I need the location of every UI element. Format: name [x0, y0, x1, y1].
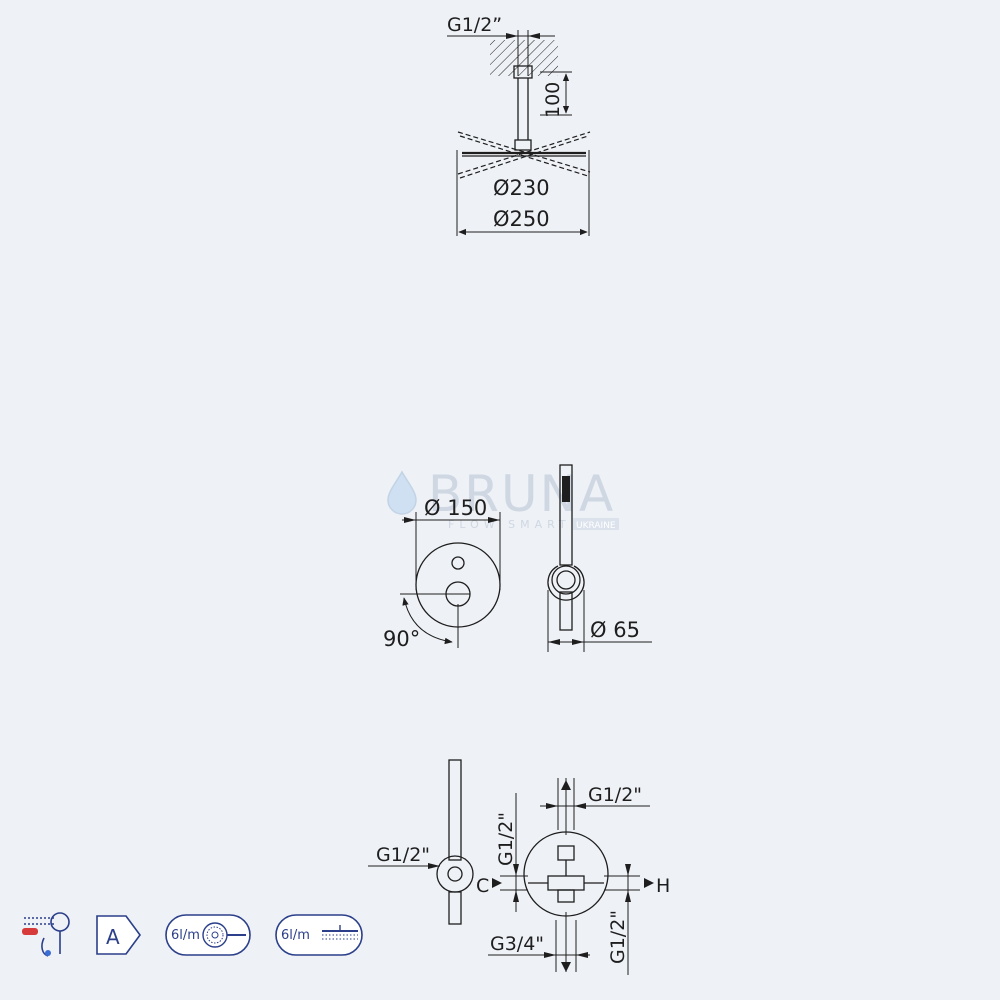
head-shower-drawing: G1/2” 100 Ø230 Ø250	[447, 14, 591, 236]
bottom-outlet-label: G3/4"	[490, 933, 544, 955]
top-outlet-label: G1/2"	[588, 784, 642, 806]
feature-badges: A 6l/m 6l/m	[22, 912, 363, 957]
rotation-angle-label: 90°	[383, 627, 420, 651]
watermark-tagline: FLOW SMART	[448, 518, 571, 531]
cold-arrow-icon	[492, 878, 502, 888]
head-connection-label: G1/2”	[447, 14, 502, 36]
flow-head-label: 6l/m	[281, 928, 310, 943]
watermark-tag-box	[573, 518, 619, 530]
watermark-brand: BRUNA	[428, 465, 615, 523]
installation-drawing: G1/2" G1/2" G1/2" C H	[368, 759, 670, 975]
brand-watermark: BRUNA FLOW SMART UKRAINE	[387, 465, 619, 531]
hose-outlet-label: G1/2"	[376, 844, 430, 866]
hot-arrow-icon	[644, 878, 654, 888]
hand-shower-drawing: Ø 65	[547, 464, 652, 652]
bracket-diameter-label: Ø 65	[590, 618, 640, 642]
hot-outlet-label: G1/2"	[607, 910, 629, 964]
vertical-outlet-label: G1/2"	[495, 812, 517, 866]
flow-hand-label: 6l/m	[171, 928, 200, 943]
energy-class-label: A	[106, 925, 120, 949]
cold-label: C	[476, 875, 489, 897]
head-shower-icon	[322, 925, 358, 940]
mixer-function-icon	[22, 912, 70, 957]
mixer-plate-drawing: Ø 150 90°	[383, 496, 501, 651]
head-diameter-inner-label: Ø230	[493, 176, 550, 200]
hot-label: H	[656, 875, 670, 897]
watermark-tag: UKRAINE	[576, 521, 616, 531]
arm-length-label: 100	[542, 82, 564, 118]
hand-shower-icon	[202, 922, 246, 948]
plate-diameter-label: Ø 150	[424, 496, 487, 520]
head-diameter-outer-label: Ø250	[493, 207, 550, 231]
ceiling-hatch	[490, 40, 558, 76]
energy-class-badge	[96, 915, 141, 955]
water-drop-icon	[387, 470, 417, 515]
flow-hand-badge	[165, 914, 251, 956]
